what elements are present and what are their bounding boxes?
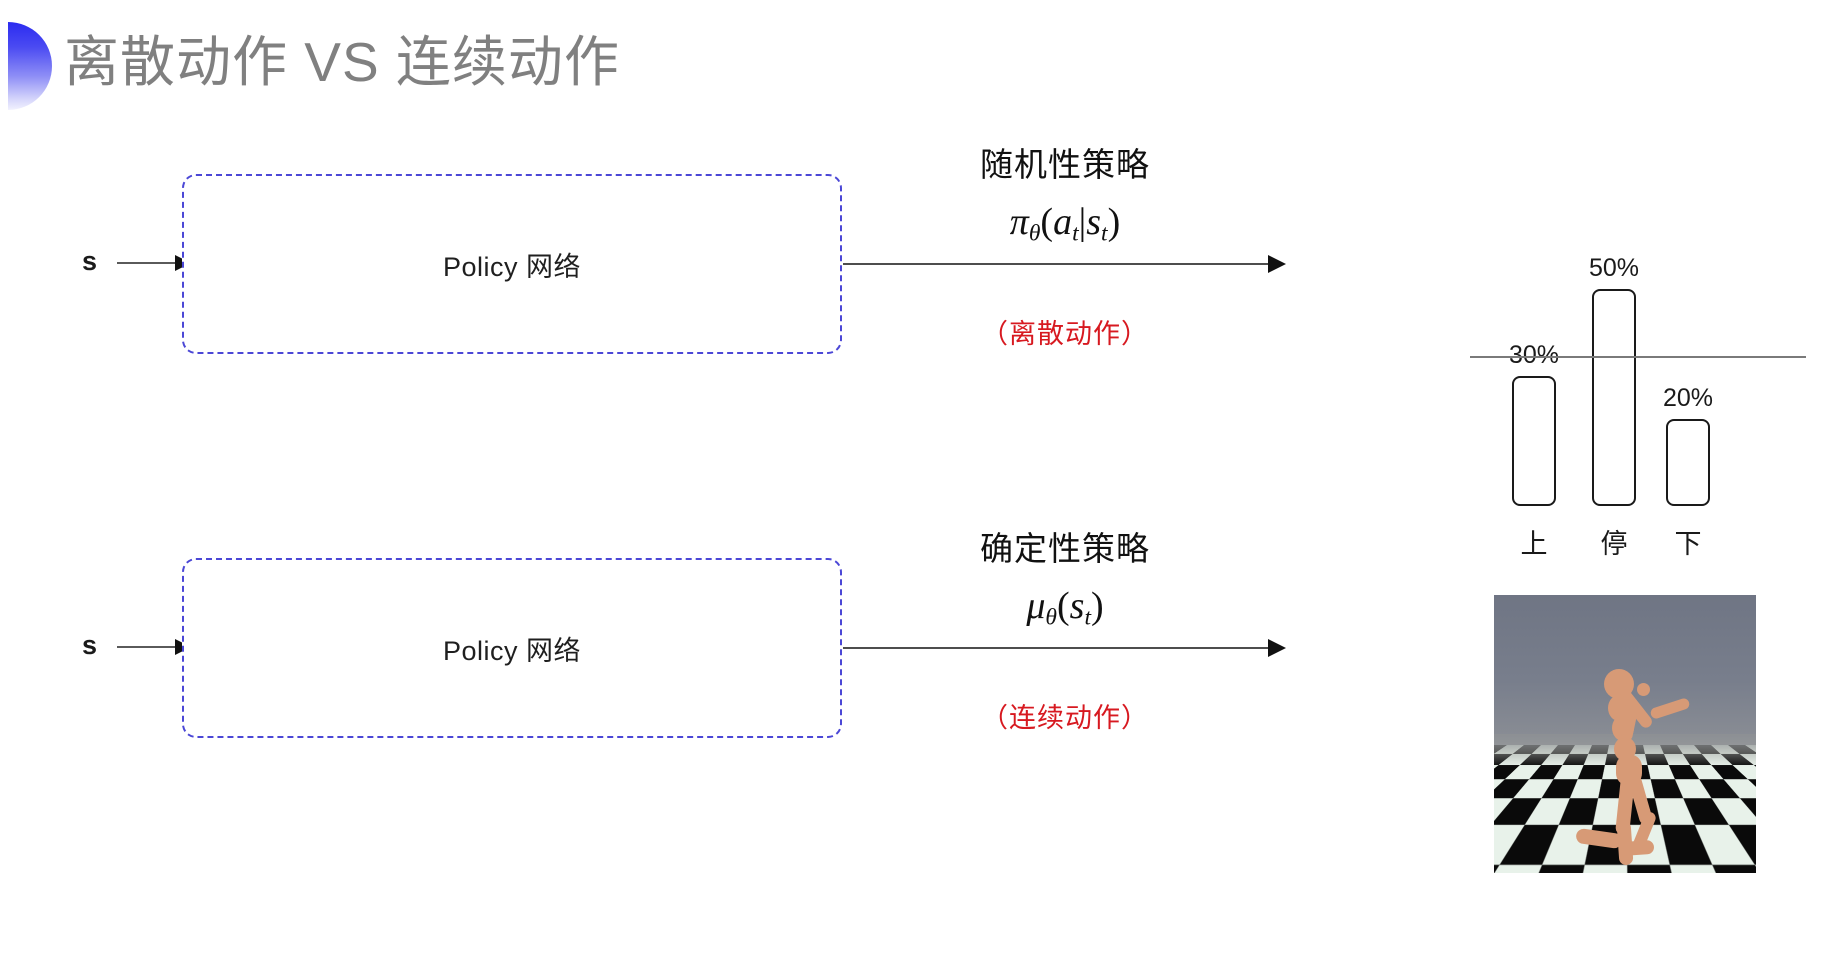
note-discrete-action: （离散动作） — [981, 319, 1149, 349]
annotation-title-stochastic: 随机性策略 — [980, 146, 1150, 183]
page-title: 离散动作 VS 连续动作 — [64, 31, 620, 93]
policy-box-label: Policy 网络 — [442, 635, 582, 666]
bar-rect-0 — [1512, 376, 1556, 506]
bar-value-label-0: 30% — [1508, 341, 1560, 369]
bar-category-label-1: 停 — [1600, 529, 1628, 559]
formula-s: s — [1086, 201, 1102, 243]
formula-open-paren: ( — [1040, 201, 1054, 243]
bar-value-label-1: 50% — [1588, 254, 1640, 282]
formula-a-sub: t — [1072, 220, 1079, 247]
humanoid-hand-left — [1637, 683, 1650, 696]
formula-a: a — [1053, 201, 1073, 243]
input-arrow-discrete — [117, 255, 191, 271]
chart-baseline-axis — [1470, 356, 1806, 358]
formula-s-sub: t — [1101, 220, 1108, 247]
annotation-title-deterministic: 确定性策略 — [980, 530, 1150, 567]
formula-open-paren: ( — [1057, 585, 1070, 627]
bar-category-label-2: 下 — [1674, 529, 1702, 559]
formula-mu-sub: θ — [1045, 604, 1057, 631]
formula-pi-sub: θ — [1028, 220, 1041, 247]
formula-deterministic-policy: μθ(st) — [940, 584, 1190, 632]
note-continuous-action: （连续动作） — [981, 703, 1149, 733]
bar-rect-1 — [1592, 289, 1636, 506]
bar-column-0: 30% — [1508, 341, 1560, 506]
formula-mu: μ — [1026, 585, 1046, 627]
bar-category-label-0: 上 — [1520, 529, 1548, 559]
input-state-label-continuous: s — [82, 630, 98, 660]
formula-close-paren: ) — [1107, 201, 1121, 243]
annotation-discrete: 随机性策略 πθ(at|st) — [940, 138, 1190, 248]
formula-s-sub: t — [1084, 604, 1091, 631]
formula-bar: | — [1078, 201, 1087, 243]
bar-column-2: 20% — [1662, 384, 1714, 506]
bar-column-1: 50% — [1588, 254, 1640, 506]
input-arrow-continuous — [117, 639, 191, 655]
bar-rect-2 — [1666, 419, 1710, 506]
bar-value-label-2: 20% — [1662, 384, 1714, 412]
output-arrow-discrete — [843, 255, 1286, 273]
policy-box-label: Policy 网络 — [442, 251, 582, 282]
formula-pi: π — [1009, 201, 1029, 243]
policy-network-box-discrete[interactable]: Policy 网络 — [182, 174, 842, 354]
row-continuous: s Policy 网络 确定性策略 μθ(st) （连续动作） — [0, 530, 1846, 930]
formula-s: s — [1069, 585, 1085, 627]
humanoid-simulation-image — [1494, 595, 1756, 873]
humanoid-foot-front — [1619, 839, 1655, 857]
formula-close-paren: ) — [1091, 585, 1104, 627]
bar-chart-discrete-actions: 30% 50% 20% 上 停 下 — [1470, 246, 1820, 559]
formula-stochastic-policy: πθ(at|st) — [940, 200, 1190, 248]
half-circle-gradient-icon — [8, 22, 52, 110]
policy-network-box-continuous[interactable]: Policy 网络 — [182, 558, 842, 738]
row-discrete: s Policy 网络 随机性策略 πθ(at|st) （离散动作） 30% — [0, 146, 1846, 559]
chart-plot-area: 30% 50% 20% — [1470, 246, 1820, 506]
input-state-label-discrete: s — [82, 246, 98, 276]
annotation-continuous: 确定性策略 μθ(st) — [940, 522, 1190, 632]
output-arrow-continuous — [843, 639, 1286, 657]
